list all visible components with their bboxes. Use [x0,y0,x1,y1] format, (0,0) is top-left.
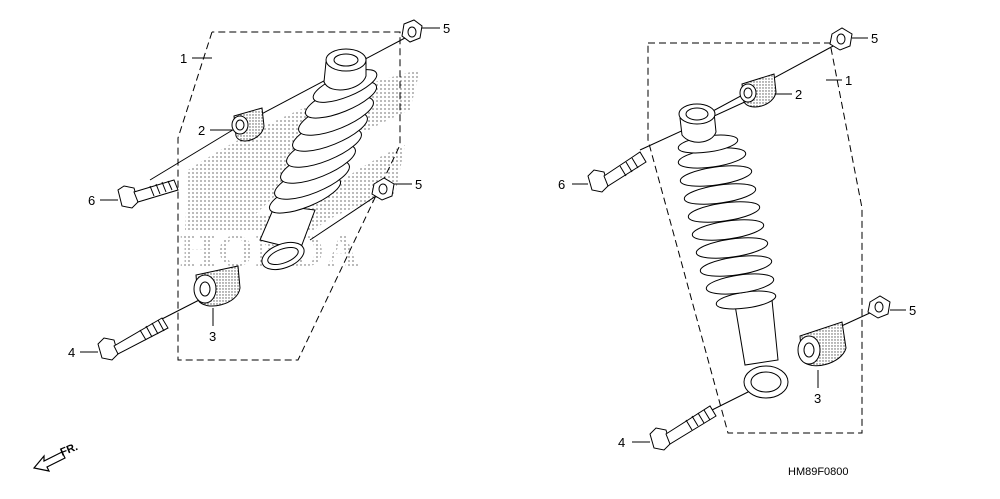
callout-label: 5 [443,21,450,36]
left-bushing-upper [231,107,265,142]
callout-label: 4 [68,345,75,360]
left-shock-upper-eye-inner [333,53,359,67]
right-bolt-lower [649,405,717,451]
callout-label: 6 [88,193,95,208]
left-guide-line [159,296,206,321]
callout-label: 2 [795,87,802,102]
right-bushing-lower [797,321,847,367]
front-direction-label: FR. [59,441,80,459]
left-callouts: 1 2 5 6 5 4 3 [68,21,450,360]
right-shock-lower-eye [743,365,789,399]
left-bolt-upper [117,179,179,209]
callout-label: 6 [558,177,565,192]
right-shock-assembly [572,27,906,451]
figure-code: HM89F0800 [788,466,849,478]
left-nut-upper [401,19,423,43]
right-spring [677,134,777,310]
right-bolt-upper [587,151,647,193]
left-assembly-outline [177,31,401,361]
callout-label: 5 [871,31,878,46]
right-shock-upper-eye-inner [685,107,709,121]
right-nut-lower [867,295,891,319]
left-spring [268,69,378,214]
callout-label: 1 [845,73,852,88]
callout-label: 2 [198,123,205,138]
left-shock-upper-eye [325,48,367,72]
right-callouts: 5 2 1 6 5 3 4 [558,31,916,450]
callout-label: 3 [209,329,216,344]
front-direction-indicator: FR. [32,441,80,472]
callout-label: 3 [814,391,821,406]
callout-label: 5 [415,177,422,192]
right-shock-lower-eye-inner [750,371,782,393]
left-guide-line [149,127,237,181]
right-nut-upper [829,27,853,51]
left-guide-line [309,189,386,241]
left-bolt-lower [97,317,169,361]
right-shock-body [734,299,779,366]
left-shock-lower-eye-inner [267,246,299,266]
callout-label: 1 [180,51,187,66]
callout-label: 5 [909,303,916,318]
right-bushing-upper [739,73,777,108]
left-shock-assembly [80,19,440,361]
front-arrow-icon [32,451,66,472]
left-bushing-lower [193,265,241,307]
callout-label: 4 [618,435,625,450]
left-shock-lower-eye [261,241,305,271]
right-shock-upper-eye [678,103,716,125]
left-nut-middle [371,177,395,201]
